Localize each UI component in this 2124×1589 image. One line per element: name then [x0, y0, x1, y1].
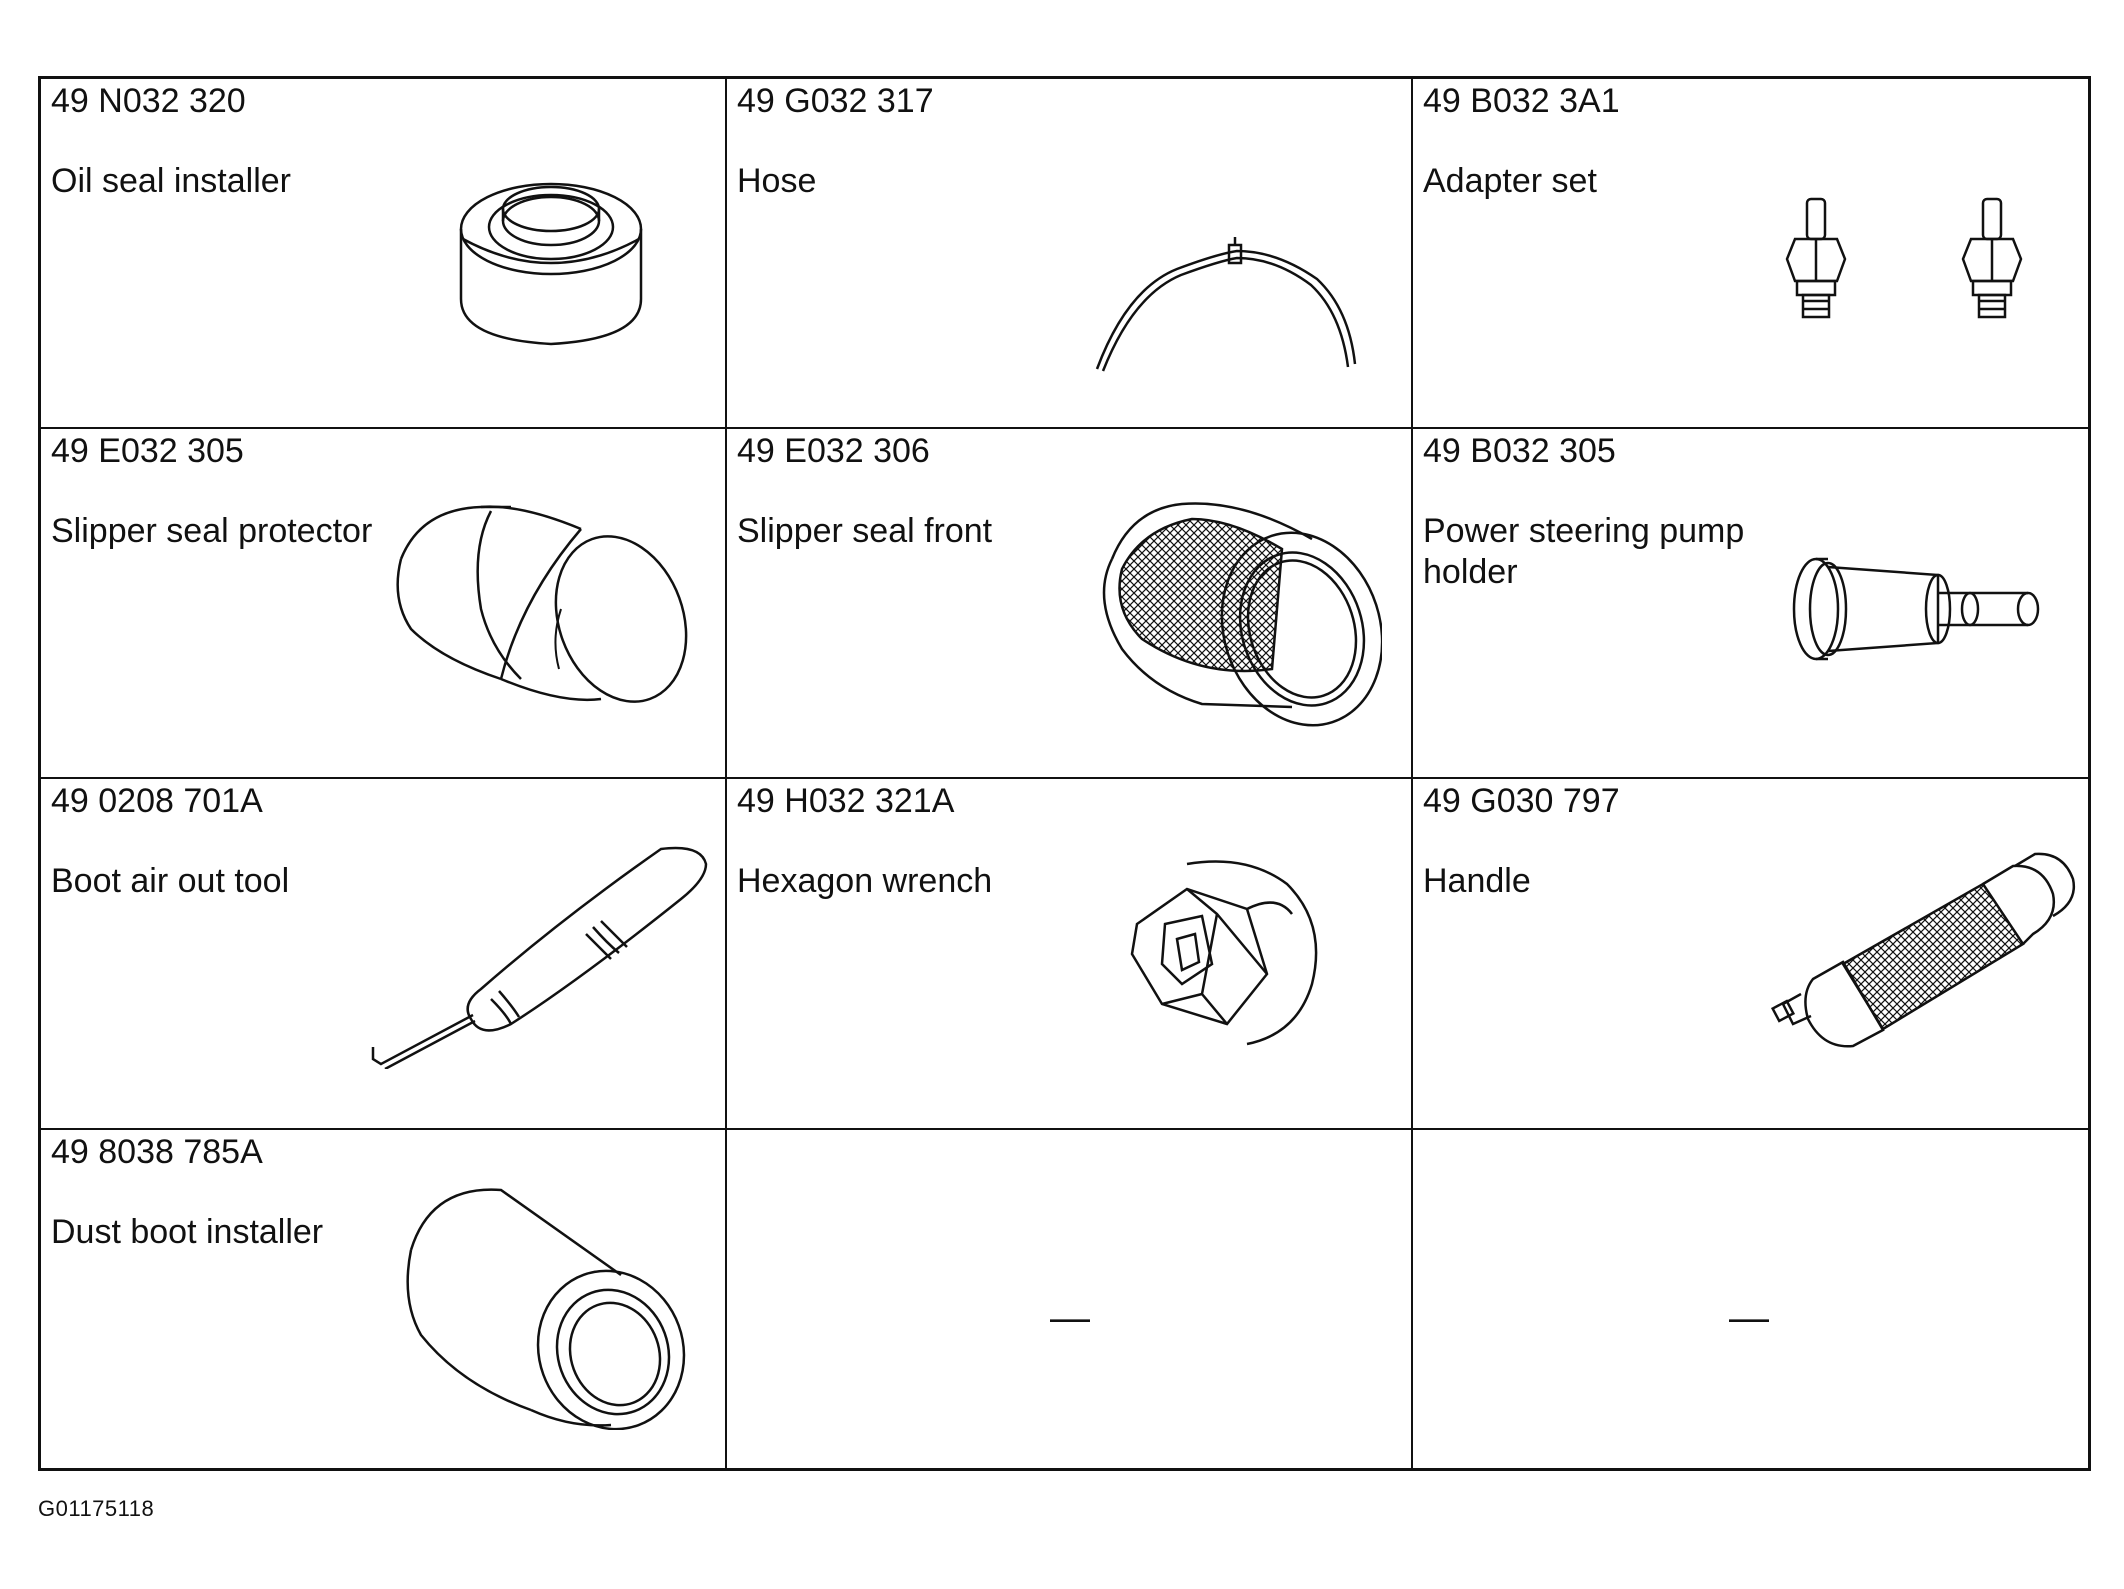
- tool-name: Oil seal installer: [51, 162, 291, 200]
- tool-cell-slipper-seal-front: 49 E032 306 Slipper seal front: [727, 429, 1413, 779]
- part-number: 49 0208 701A: [51, 782, 263, 820]
- adapter-set-icon: [1413, 79, 2088, 427]
- dust-boot-installer-icon: [41, 1130, 725, 1468]
- tool-name: Dust boot installer: [51, 1213, 324, 1251]
- placeholder-dash: —: [1729, 1296, 1769, 1340]
- boot-air-out-tool-icon: [41, 779, 725, 1128]
- empty-tool-cell: —: [1413, 1130, 2088, 1468]
- part-number: 49 N032 320: [51, 82, 246, 120]
- part-number: 49 G032 317: [737, 82, 934, 120]
- tool-cell-pump-holder: 49 B032 305 Power steering pump holder: [1413, 429, 2088, 779]
- tool-name: Slipper seal protector: [51, 512, 373, 550]
- tool-name: Boot air out tool: [51, 862, 290, 900]
- tool-cell-hexagon-wrench: 49 H032 321A Hexagon wrench: [727, 779, 1413, 1130]
- part-number: 49 G030 797: [1423, 782, 1620, 820]
- tool-name: Handle: [1423, 862, 1531, 900]
- figure-id: G01175118: [38, 1496, 155, 1521]
- part-number: 49 8038 785A: [51, 1133, 263, 1171]
- tool-cell-dust-boot-installer: 49 8038 785A Dust boot installer: [41, 1130, 727, 1468]
- tool-name: Slipper seal front: [737, 512, 993, 550]
- hose-icon: [727, 79, 1411, 427]
- tool-cell-oil-seal-installer: 49 N032 320 Oil seal installer: [41, 79, 727, 429]
- part-number: 49 E032 305: [51, 432, 244, 470]
- tool-name: Adapter set: [1423, 162, 1597, 200]
- tool-name: Hose: [737, 162, 817, 200]
- handle-icon: [1413, 779, 2088, 1128]
- tool-cell-hose: 49 G032 317 Hose: [727, 79, 1413, 429]
- part-number: 49 B032 3A1: [1423, 82, 1620, 120]
- tool-cell-adapter-set: 49 B032 3A1 Adapter set: [1413, 79, 2088, 429]
- pump-holder-icon: [1413, 429, 2088, 777]
- tool-cell-slipper-seal-protector: 49 E032 305 Slipper seal protector: [41, 429, 727, 779]
- special-tools-table: 49 N032 320 Oil seal installer 49 G032 3…: [38, 76, 2091, 1471]
- empty-tool-cell: —: [727, 1130, 1413, 1468]
- placeholder-dash: —: [1050, 1296, 1090, 1340]
- hexagon-wrench-icon: [727, 779, 1411, 1128]
- oil-seal-installer-icon: [41, 79, 725, 427]
- tool-cell-boot-air-out-tool: 49 0208 701A Boot air out tool: [41, 779, 727, 1130]
- tool-name: Power steering pump holder: [1423, 512, 1745, 591]
- tool-name: Hexagon wrench: [737, 862, 993, 900]
- part-number: 49 B032 305: [1423, 432, 1616, 470]
- part-number: 49 E032 306: [737, 432, 930, 470]
- slipper-seal-front-icon: [727, 429, 1411, 777]
- tool-cell-handle: 49 G030 797 Handle: [1413, 779, 2088, 1130]
- part-number: 49 H032 321A: [737, 782, 955, 820]
- slipper-seal-protector-icon: [41, 429, 725, 777]
